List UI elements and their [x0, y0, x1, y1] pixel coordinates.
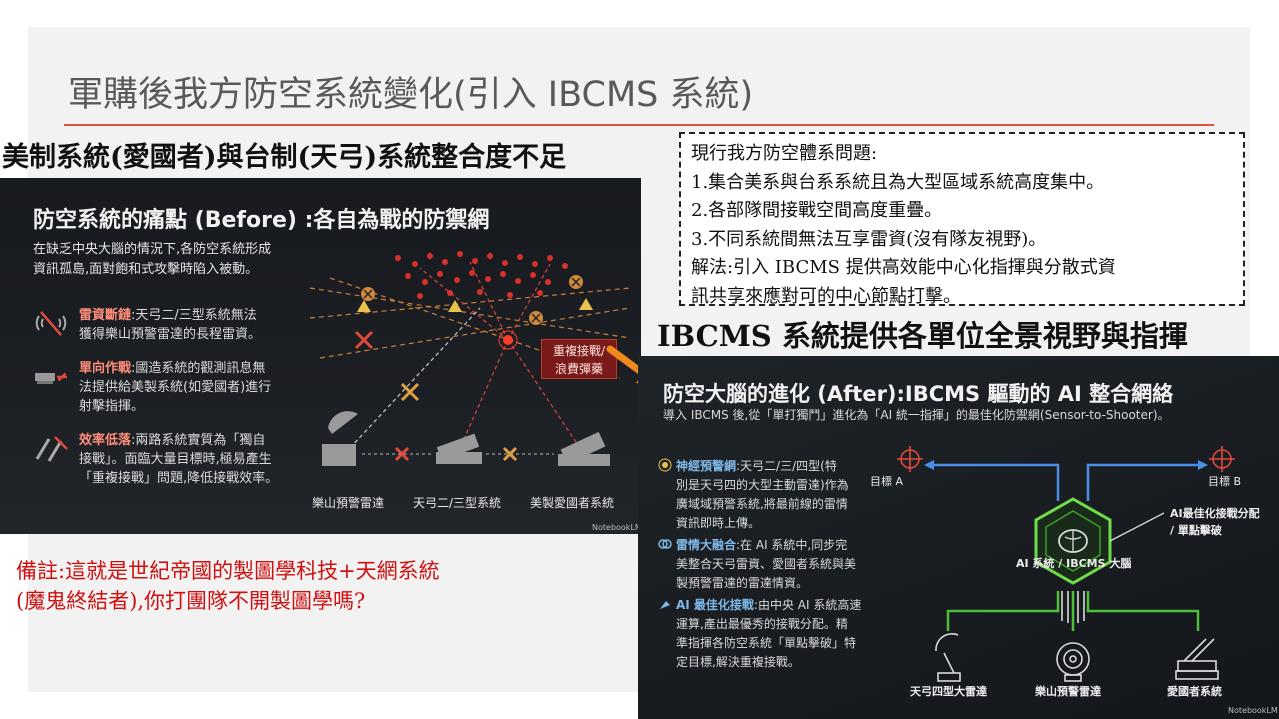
item-heading: 效率低落	[79, 433, 132, 448]
label-tiangong4-radar: 天弓四型大雷達	[910, 685, 987, 698]
label-tiangong-system: 天弓二/三型系統	[413, 496, 502, 510]
problem-heading: 現行我方防空體系問題:	[691, 143, 878, 164]
item-heading: 雷資斷鏈	[79, 308, 132, 323]
label-leshan-radar: 樂山預警雷達	[312, 496, 385, 510]
network-icon	[658, 458, 672, 472]
problem-item: 解法:引入 IBCMS 提供高效能中心化指揮與分散式資	[691, 257, 1116, 278]
item-heading: 雷情大融合	[676, 538, 737, 552]
footnote-line-1: 備註:這就是世紀帝國的製圖學科技+天網系統	[16, 559, 440, 583]
signal-broken-icon	[35, 311, 67, 336]
before-panel-title: 防空系統的痛點 (Before) :各自為戰的防禦網	[33, 208, 490, 233]
item-line: 射擊指揮。	[79, 399, 145, 414]
target-b-label: 目標 B	[1208, 475, 1242, 488]
before-intro-line-1: 在缺乏中央大腦的情況下,各防空系統形成	[33, 242, 272, 257]
item-line: 製預警雷達的雷達情資。	[676, 576, 809, 590]
after-watermark: NotebookLM	[1228, 706, 1278, 715]
item-line: 美整合天弓雷資、愛國者系統與美	[676, 557, 857, 571]
before-watermark: NotebookLM	[592, 523, 641, 532]
problem-item: 3.不同系統間無法互享雷資(沒有隊友視野)。	[691, 228, 1047, 250]
problem-item: 訊共享來應對可的中心節點打擊。	[691, 285, 961, 307]
ai-allocation-callout: AI最佳化接戰分配 / 單點擊破	[1170, 505, 1260, 539]
slide-title: 軍購後我方防空系統變化(引入 IBCMS 系統)	[68, 75, 754, 115]
before-illustration	[309, 251, 631, 466]
double-missile-icon	[35, 436, 68, 462]
launcher-blocked-icon	[35, 372, 67, 384]
fusion-icon	[658, 539, 672, 549]
label-patriot-system: 美製愛國者系統	[530, 496, 615, 510]
item-line: 定目標,解決重複接戰。	[676, 655, 800, 669]
title-divider	[64, 124, 1214, 126]
hub-label: AI 系統 / IBCMS 大腦	[1016, 557, 1132, 570]
item-line: 法提供給美製系統(如愛國者)進行	[79, 380, 272, 395]
item-line: 別是天弓四的大型主動雷達)作為	[676, 478, 849, 492]
right-heading: IBCMS 系統提供各單位全景視野與指揮	[657, 319, 1188, 353]
item-line: :兩路系統實質為「獨自	[131, 433, 266, 448]
ai-target-icon	[660, 601, 670, 609]
item-line: :國造系統的觀測訊息無	[131, 361, 266, 376]
callout-line: AI最佳化接戰分配	[1170, 507, 1260, 520]
callout-line: / 單點擊破	[1170, 524, 1222, 537]
item-line: :由中央 AI 系統高速	[753, 598, 862, 612]
left-heading: 美制系統(愛國者)與台制(天弓)系統整合度不足	[2, 142, 567, 173]
label-leshan-radar: 樂山預警雷達	[1035, 685, 1101, 698]
item-line: :在 AI 系統中,同步完	[736, 538, 848, 552]
item-line: 準指揮各防空系統「單點擊破」特	[676, 636, 857, 650]
item-line: :天弓二/三/四型(特	[736, 459, 837, 473]
item-line: :天弓二/三型系統無法	[131, 308, 257, 323]
item-line: 運算,產出最優秀的接戰分配。精	[676, 617, 848, 631]
problem-item: 1.集合美系與台系系統且為大型區域系統高度集中。	[691, 171, 1105, 193]
problem-item: 2.各部隊間接戰空間高度重疊。	[691, 200, 943, 221]
item-heading: 單向作戰	[79, 361, 132, 376]
footnote-line-2: (魔鬼終結者),你打團隊不開製圖學嗎?	[16, 589, 366, 613]
after-panel-title: 防空大腦的進化 (After):IBCMS 驅動的 AI 整合網絡	[663, 382, 1174, 406]
after-panel-subtitle: 導入 IBCMS 後,從「單打獨鬥」進化為「AI 統一指揮」的最佳化防禦網(Se…	[663, 408, 1170, 422]
item-line: 獲得樂山預警雷達的長程雷資。	[79, 327, 262, 342]
target-a-label: 目標 A	[870, 475, 904, 488]
label-patriot-system: 愛國者系統	[1167, 685, 1222, 698]
item-heading: AI 最佳化接戰	[676, 598, 754, 612]
callout-line: 重複接戰/	[552, 344, 606, 358]
footnote: 備註:這就是世紀帝國的製圖學科技+天網系統 (魔鬼終結者),你打團隊不開製圖學嗎…	[16, 556, 440, 616]
after-illustration	[897, 446, 1235, 682]
item-line: 接戰」。面臨大量目標時,極易產生	[79, 452, 272, 467]
item-line: 資訊即時上傳。	[676, 516, 761, 530]
before-panel-intro: 在缺乏中央大腦的情況下,各防空系統形成 資訊孤島,面對飽和式攻擊時陷入被動。	[33, 240, 271, 280]
duplicate-engagement-callout: 重複接戰/ 浪費彈藥	[541, 339, 617, 379]
problem-box: 現行我方防空體系問題: 1.集合美系與台系系統且為大型區域系統高度集中。 2.各…	[679, 132, 1245, 307]
after-panel-image: 防空大腦的進化 (After):IBCMS 驅動的 AI 整合網絡 導入 IBC…	[638, 356, 1279, 719]
callout-line: 浪費彈藥	[554, 362, 603, 376]
item-heading: 神經預警網	[676, 459, 737, 473]
item-line: 「重複接戰」問題,降低接戰效率。	[79, 471, 279, 486]
before-intro-line-2: 資訊孤島,面對飽和式攻擊時陷入被動。	[33, 262, 259, 277]
item-line: 廣域域預警系統,將最前線的雷情	[676, 497, 848, 511]
before-panel-image: 防空系統的痛點 (Before) :各自為戰的防禦網 在缺乏中央大腦的情況下,各…	[0, 178, 641, 534]
